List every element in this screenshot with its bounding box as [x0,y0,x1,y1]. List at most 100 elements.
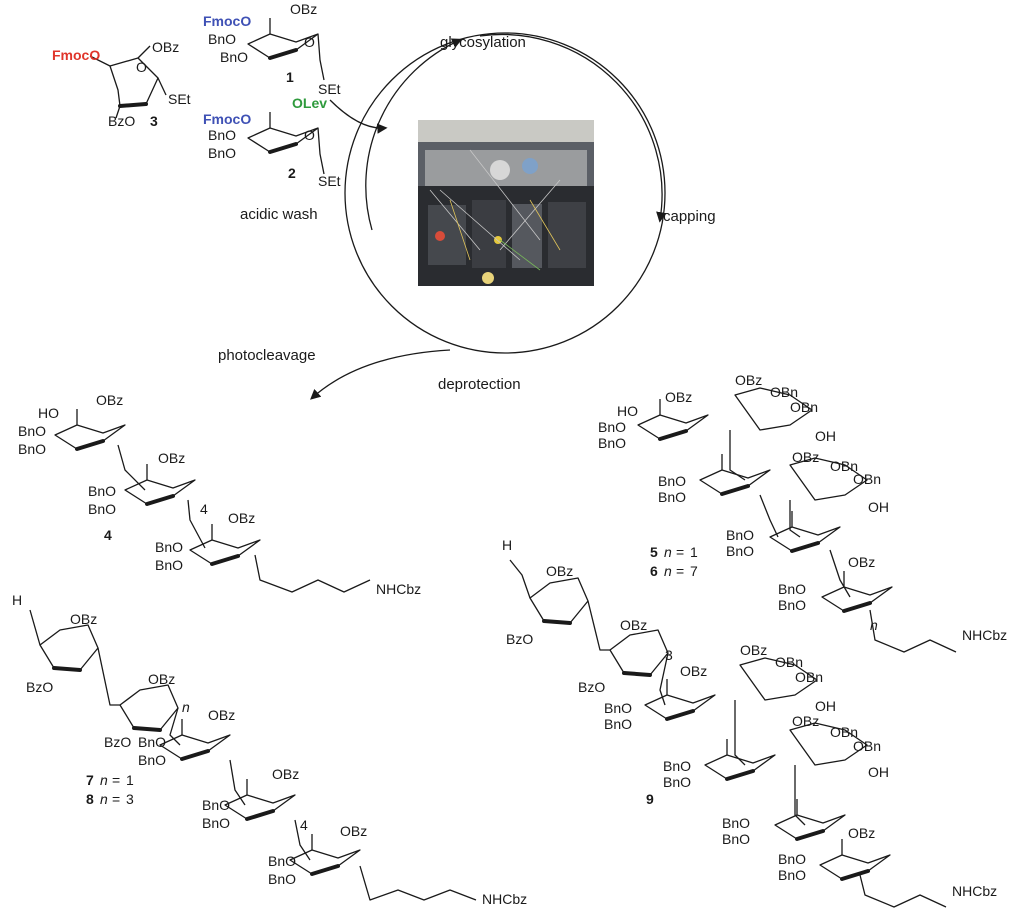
repeat-4: 4 [200,501,208,517]
ho-label: HO [617,403,638,419]
bno-label: BnO [202,815,230,831]
svg-text:6: 6 [650,563,658,579]
obn-label: OBn [770,384,798,400]
bno-label: BnO [268,871,296,887]
o-label: O [304,34,315,50]
set-label: SEt [168,91,191,107]
step-deprotection: deprotection [438,376,521,393]
cycle-circle [344,32,666,354]
step-capping: capping [663,208,716,225]
svg-text:n: n [100,791,108,807]
compound-8-caption: 8 n = 3 [86,791,134,807]
building-block-arrow [329,99,388,134]
svg-text:n: n [664,544,672,560]
obn-label: OBn [853,471,881,487]
obz-label: OBz [848,554,875,570]
obz-label: OBz [848,825,875,841]
bno-label: BnO [138,734,166,750]
ho-label: HO [38,405,59,421]
svg-text:n: n [664,563,672,579]
svg-text:1: 1 [126,772,134,788]
obz-label: OBz [70,611,97,627]
obz-label: OBz [665,389,692,405]
bno-label: BnO [778,581,806,597]
nhcbz-label: NHCbz [482,891,527,907]
product-4: HO OBz BnO BnO OBz BnO BnO 4 OBz BnO BnO… [18,392,421,597]
svg-text:1: 1 [690,544,698,560]
obz-label: OBz [792,713,819,729]
bzo-label: BzO [108,113,135,129]
bno-label: BnO [658,473,686,489]
svg-text:=: = [112,772,120,788]
repeat-3: 3 [665,647,673,663]
fmoc-label: FmocO [203,13,251,29]
bno-label: BnO [722,815,750,831]
bno-label: BnO [604,700,632,716]
bzo-label: BzO [26,679,53,695]
obz-label: OBz [740,642,767,658]
compound-2-label: 2 [288,165,296,181]
bno-label: BnO [778,597,806,613]
obz-label: OBz [152,39,179,55]
compound-4-label: 4 [104,527,112,543]
set-label: SEt [318,173,341,189]
product-5-6: HO OBz BnO BnO OBz OBn OBn OH BnO BnO OB… [598,372,1007,653]
obn-label: OBn [775,654,803,670]
obz-label: OBz [792,449,819,465]
repeat-n: n [182,699,190,715]
bno-label: BnO [155,557,183,573]
bno-label: BnO [268,853,296,869]
bno-label: BnO [208,127,236,143]
obz-label: OBz [620,617,647,633]
repeat-n: n [870,617,878,633]
svg-text:n: n [100,772,108,788]
svg-text:5: 5 [650,544,658,560]
set-label: SEt [318,81,341,97]
compound-5-caption: 5 n = 1 [650,544,698,560]
bno-label: BnO [598,419,626,435]
obz-label: OBz [272,766,299,782]
cycle-arrow-left [365,38,463,231]
bno-label: BnO [18,423,46,439]
svg-text:3: 3 [126,791,134,807]
photocleavage-arrow [310,349,451,400]
step-glycosylation: glycosylation [440,34,526,51]
bno-label: BnO [155,539,183,555]
svg-text:7: 7 [86,772,94,788]
bno-label: BnO [778,867,806,883]
bno-label: BnO [598,435,626,451]
bno-label: BnO [138,752,166,768]
synthesis-cycle: glycosylation capping acidic wash photoc… [218,32,716,400]
bno-label: BnO [18,441,46,457]
compound-7-caption: 7 n = 1 [86,772,134,788]
obz-label: OBz [228,510,255,526]
obn-label: OBn [830,724,858,740]
building-block-3: FmocO OBz O SEt BzO 3 [52,39,191,129]
obz-label: OBz [735,372,762,388]
oh-label: OH [868,764,889,780]
compound-6-caption: 6 n = 7 [650,563,698,579]
product-9: H OBz BzO OBz 3 BzO OBz BnO BnO OBz OBn … [502,537,997,908]
bno-label: BnO [220,49,248,65]
obz-label: OBz [340,823,367,839]
obz-label: OBz [158,450,185,466]
step-photocleavage: photocleavage [218,347,316,364]
building-block-1: FmocO OBz BnO BnO O SEt 1 [203,1,341,97]
obn-label: OBn [790,399,818,415]
compound-3-label: 3 [150,113,158,129]
obz-label: OBz [208,707,235,723]
compound-9-label: 9 [646,791,654,807]
olev-label: OLev [292,95,327,111]
obz-label: OBz [680,663,707,679]
bzo-label: BzO [104,734,131,750]
nhcbz-label: NHCbz [376,581,421,597]
svg-text:=: = [676,544,684,560]
obz-label: OBz [148,671,175,687]
bno-label: BnO [726,543,754,559]
obz-label: OBz [96,392,123,408]
nhcbz-label: NHCbz [952,883,997,899]
bno-label: BnO [88,483,116,499]
obz-label: OBz [546,563,573,579]
nhcbz-label: NHCbz [962,627,1007,643]
